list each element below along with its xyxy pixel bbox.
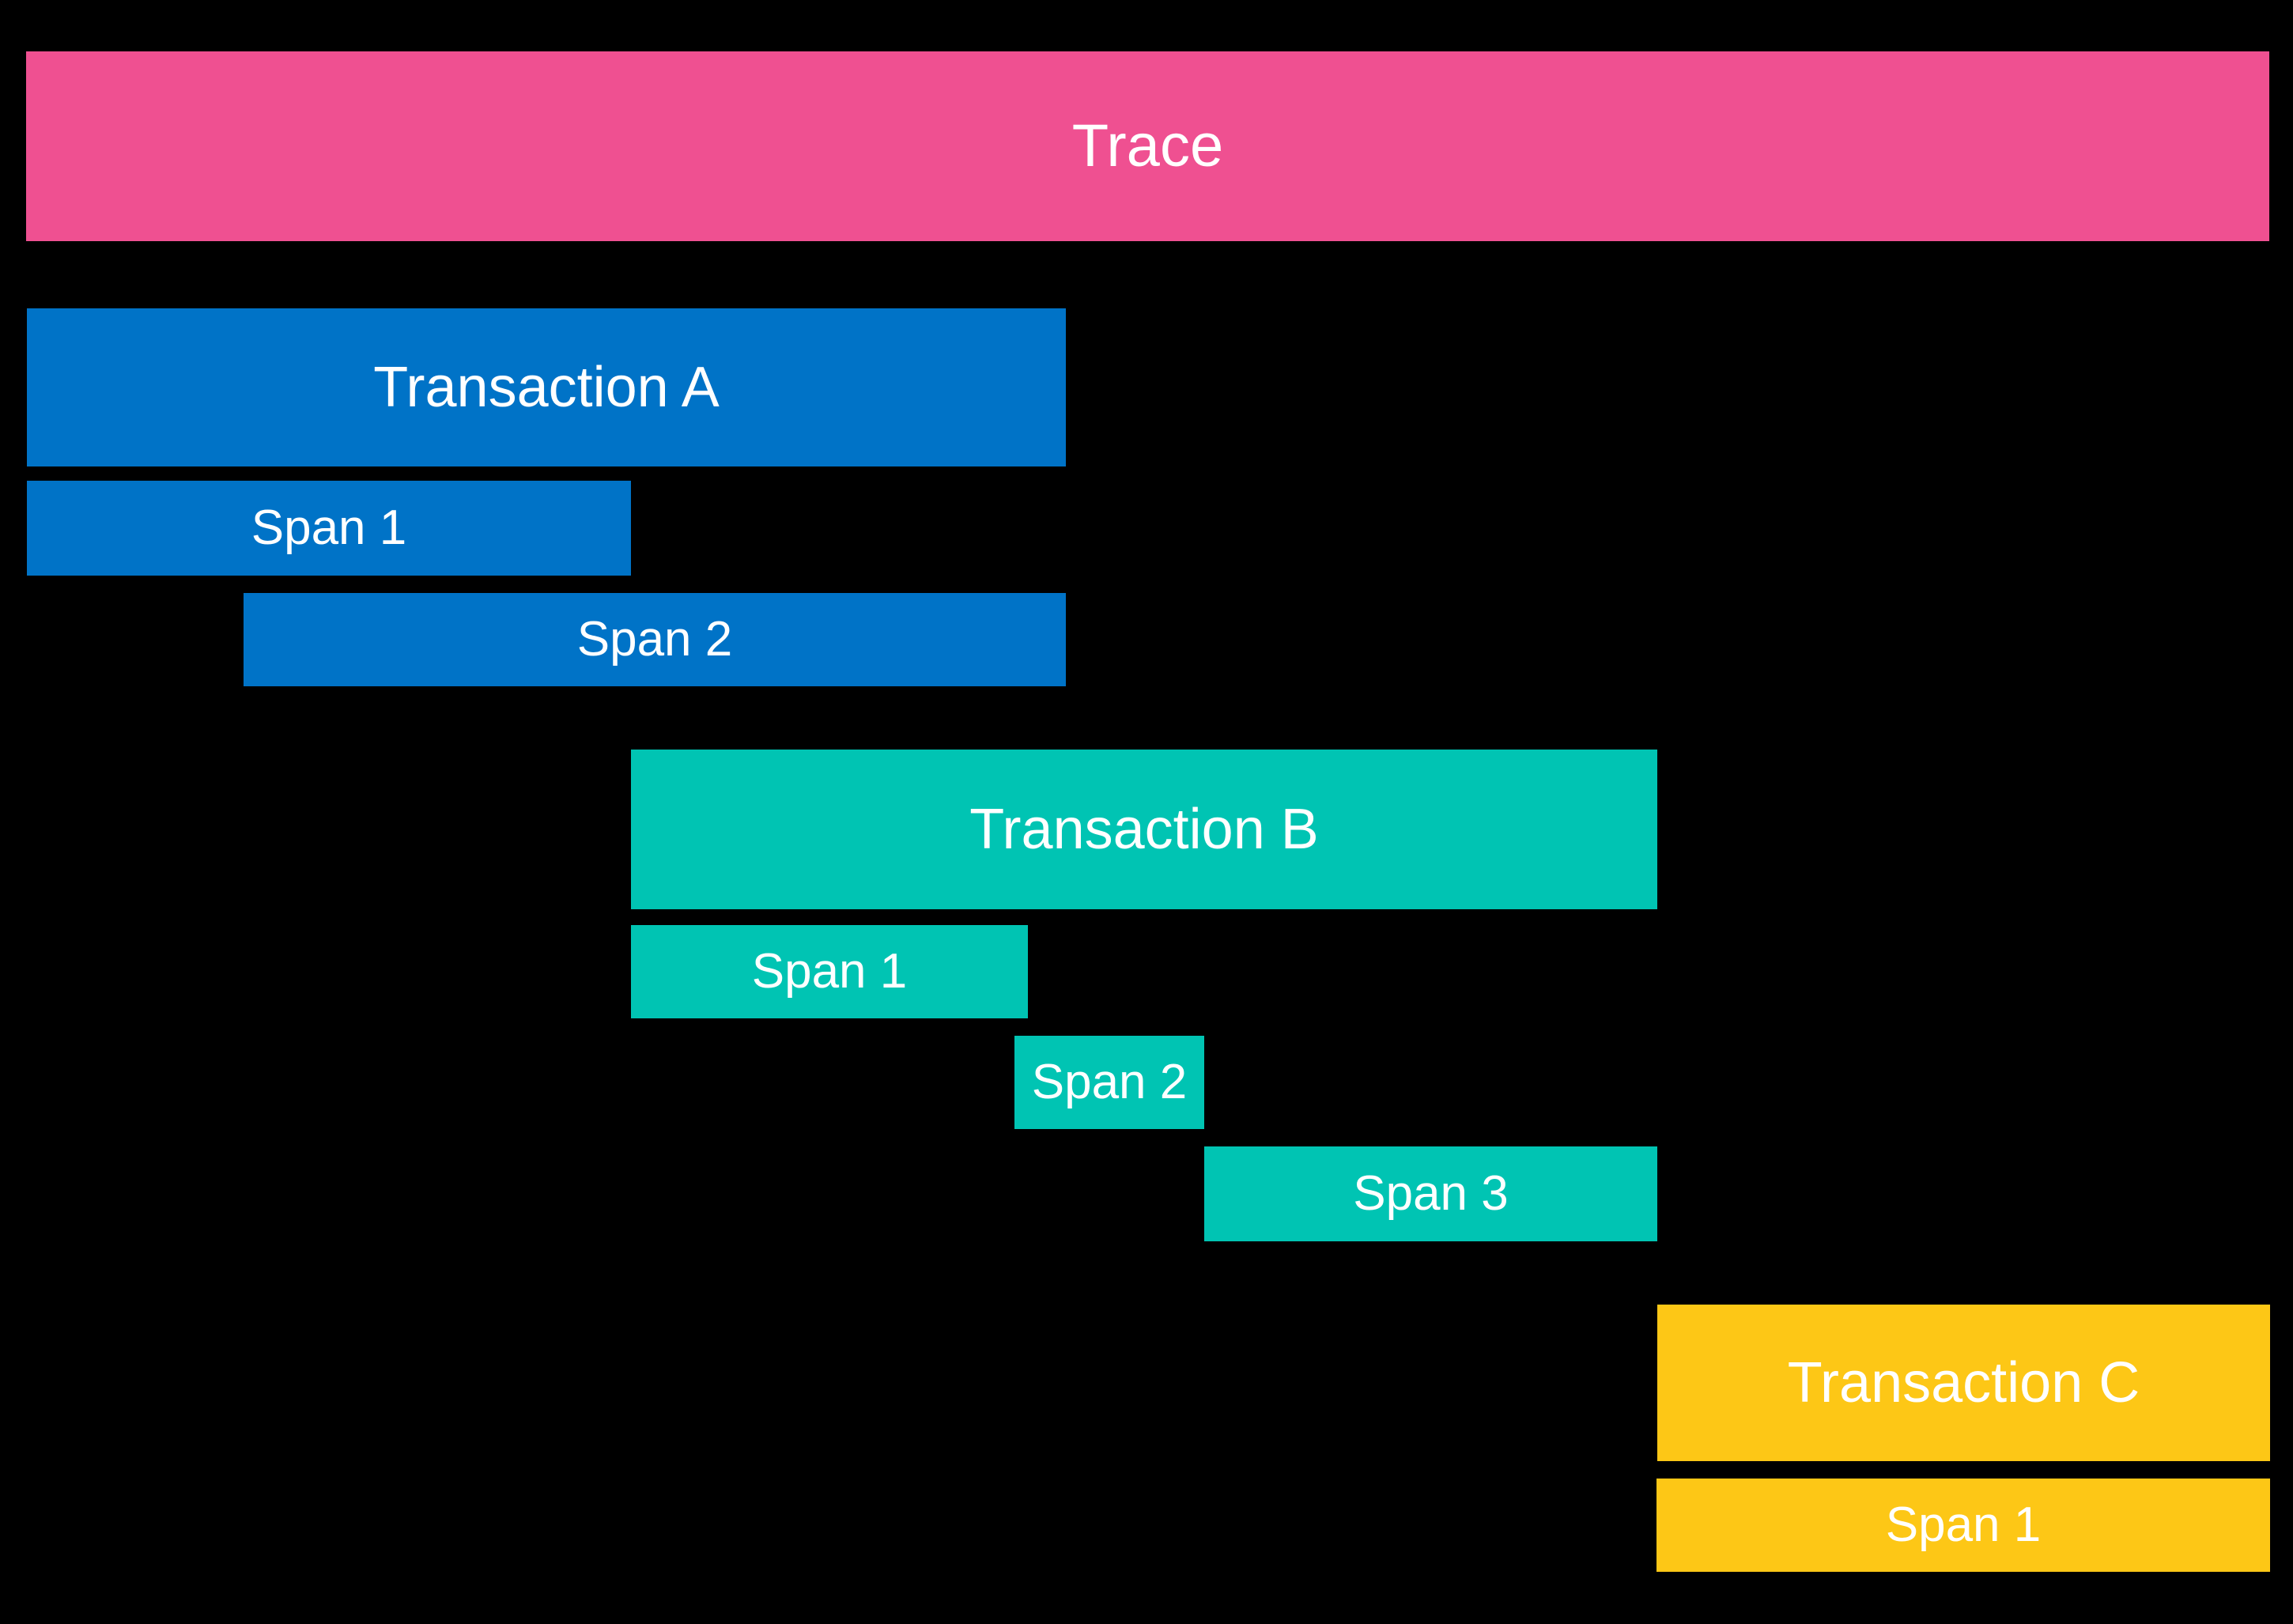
transaction-b-span-2-label: Span 2 (1031, 1055, 1188, 1109)
transaction-b-span-3-bar: Span 3 (1204, 1146, 1657, 1241)
trace-label: Trace (1071, 112, 1224, 179)
transaction-c-span-1-bar: Span 1 (1656, 1479, 2270, 1572)
transaction-b-bar: Transaction B (631, 750, 1657, 909)
transaction-a-span-2-label: Span 2 (576, 612, 733, 667)
transaction-b-span-2-bar: Span 2 (1014, 1036, 1204, 1129)
transaction-c-label: Transaction C (1787, 1351, 2140, 1414)
transaction-a-span-1-label: Span 1 (251, 500, 407, 555)
transaction-b-span-1-bar: Span 1 (631, 925, 1028, 1018)
transaction-c-bar: Transaction C (1657, 1305, 2270, 1461)
transaction-a-span-2-bar: Span 2 (244, 593, 1066, 686)
trace-bar: Trace (26, 51, 2269, 241)
transaction-b-span-1-label: Span 1 (751, 944, 908, 999)
transaction-b-span-3-label: Span 3 (1353, 1166, 1509, 1221)
transaction-c-span-1-label: Span 1 (1885, 1497, 2042, 1552)
transaction-b-label: Transaction B (969, 798, 1319, 861)
transaction-a-label: Transaction A (373, 356, 720, 419)
transaction-a-span-1-bar: Span 1 (27, 481, 631, 576)
transaction-a-bar: Transaction A (27, 308, 1066, 466)
